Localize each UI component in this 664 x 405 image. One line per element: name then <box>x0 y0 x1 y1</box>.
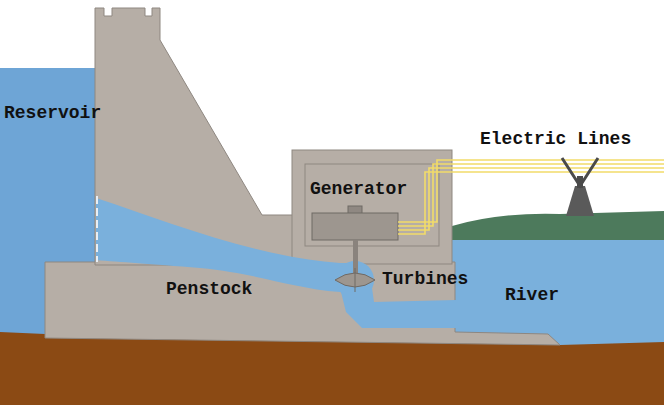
part-label: Penstock <box>166 280 252 300</box>
river-water <box>450 236 664 348</box>
ground <box>0 332 664 405</box>
generator-rotor <box>312 213 398 240</box>
power-line <box>398 168 664 230</box>
trash-rack <box>96 196 98 262</box>
power-line <box>398 160 664 222</box>
part-label: Reservoir <box>4 104 101 124</box>
power-line <box>398 172 664 234</box>
power-lines <box>398 160 664 234</box>
transmission-tower <box>562 158 598 216</box>
part-label: Electric Lines <box>480 130 631 150</box>
powerhouse <box>292 150 452 264</box>
river-bank <box>452 211 664 240</box>
part-label: Turbines <box>382 270 468 290</box>
tower-leg <box>566 186 594 216</box>
turbine-blade <box>355 268 356 292</box>
part-label: Generator <box>310 180 407 200</box>
power-line <box>398 164 664 226</box>
part-label: River <box>505 286 559 306</box>
draft-tube <box>340 288 456 328</box>
penstock-water <box>96 198 352 292</box>
tower-top <box>577 176 583 188</box>
